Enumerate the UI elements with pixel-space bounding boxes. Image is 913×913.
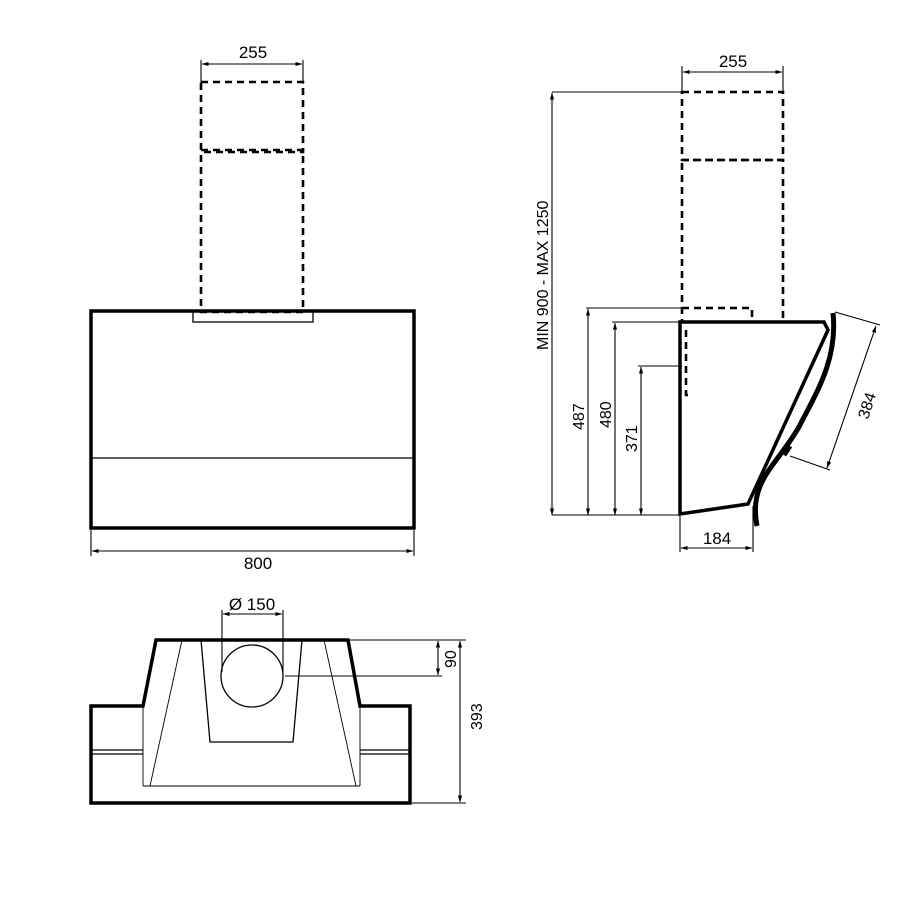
side-chimney-lower — [680, 158, 785, 324]
side-inner-duct-drop — [684, 330, 692, 397]
top-inner-trapezoid — [142, 706, 361, 787]
side-dim-chimney-width: 255 — [681, 52, 784, 92]
side-487-label: 487 — [571, 403, 588, 430]
side-glass-length-label: 384 — [856, 390, 880, 421]
front-view: 255 800 — [89, 43, 416, 573]
top-dim-total-depth: 393 — [412, 639, 486, 804]
front-chimney-lower — [199, 148, 305, 314]
side-371-label: 371 — [624, 425, 641, 452]
front-dim-total-width: 800 — [90, 530, 415, 573]
side-dim-487: 487 — [571, 307, 682, 516]
side-dim-base-depth: 184 — [679, 506, 754, 552]
top-outline — [89, 638, 412, 805]
front-chimney-width-label: 255 — [239, 43, 267, 62]
top-total-depth-label: 393 — [469, 703, 486, 730]
front-total-width-label: 800 — [244, 554, 272, 573]
top-outlet-offset-label: 90 — [443, 650, 460, 668]
side-inner-duct — [682, 306, 754, 322]
top-outlet-box — [200, 639, 303, 743]
top-view: Ø 150 90 393 — [89, 595, 486, 805]
top-dim-outlet-diameter: Ø 150 — [221, 595, 284, 672]
side-chimney-upper — [680, 90, 785, 162]
side-chimney-width-label: 255 — [719, 52, 747, 71]
front-chimney-collar — [192, 310, 314, 323]
side-480-label: 480 — [598, 401, 615, 428]
side-height-range-label: MIN 900 - MAX 1250 — [535, 201, 552, 351]
front-hood-body — [89, 309, 416, 530]
side-glass-panel-cap — [781, 444, 793, 457]
front-chimney-upper — [199, 80, 305, 154]
top-outlet-diameter-label: Ø 150 — [229, 595, 275, 614]
side-dim-480: 480 — [598, 321, 682, 516]
top-outlet-circle — [220, 644, 284, 708]
top-rib-right-outer — [323, 639, 357, 787]
front-dim-chimney-width: 255 — [200, 43, 304, 84]
side-base-depth-label: 184 — [703, 529, 731, 548]
side-hood-profile — [678, 320, 830, 517]
top-dim-outlet-offset: 90 — [285, 639, 460, 677]
top-rib-left-outer — [149, 639, 183, 787]
side-view: 255 MIN 900 - MAX 1250 487 480 371 — [535, 52, 881, 552]
side-dim-371: 371 — [624, 365, 682, 516]
side-dim-height-range: MIN 900 - MAX 1250 — [535, 91, 682, 516]
